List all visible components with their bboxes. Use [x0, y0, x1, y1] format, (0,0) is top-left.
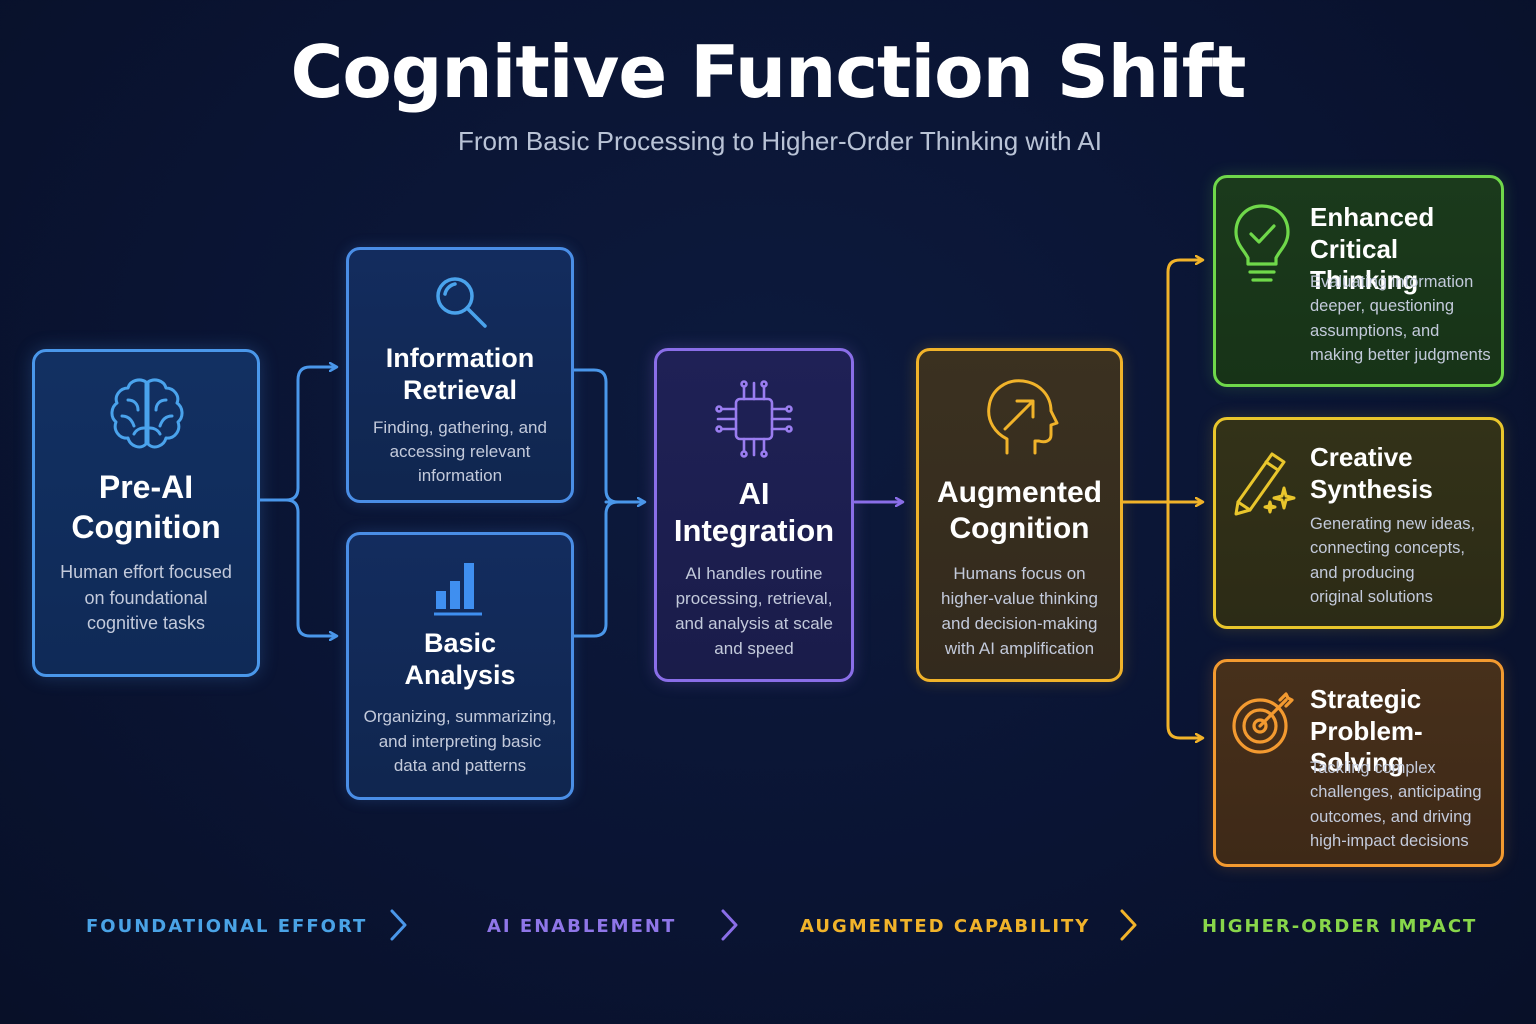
basic-analysis-desc-3: data and patterns — [393, 756, 527, 776]
page-title: Cognitive Function Shift — [290, 30, 1247, 114]
information-retrieval-card: Information Retrieval Finding, gathering… — [346, 247, 574, 503]
stage-label-ai-enablement: AI ENABLEMENT — [487, 916, 677, 937]
fork-augmented — [1121, 260, 1202, 738]
augmented-desc-2: higher-value thinking — [941, 589, 1098, 609]
critical-title-2: Critical Thinking — [1310, 233, 1419, 296]
pre-ai-desc-3: cognitive tasks — [86, 613, 206, 634]
critical-desc-3: assumptions, and — [1310, 321, 1440, 340]
pre-ai-title-1: Pre-AI — [98, 469, 194, 505]
creative-desc-3: and producing — [1310, 563, 1415, 582]
pre-ai-title-2: Cognition — [71, 509, 221, 546]
merge-to-ai — [572, 368, 644, 638]
stage-label-higher-order-impact: HIGHER-ORDER IMPACT — [1202, 916, 1478, 937]
basic-analysis-title-2: Analysis — [404, 660, 516, 691]
fork-pre-ai — [258, 367, 336, 636]
brain-icon — [110, 378, 184, 449]
pre-ai-cognition-card: Pre-AI Cognition Human effort focused on… — [32, 349, 260, 677]
strategic-title-1: Strategic — [1310, 684, 1422, 714]
head-arrow-icon — [987, 379, 1059, 455]
magnifier-icon — [436, 277, 487, 328]
pre-ai-desc-2: on foundational — [84, 587, 208, 608]
target-icon — [1232, 692, 1294, 754]
bar-chart-icon — [434, 563, 482, 616]
strategic-desc-4: high-impact decisions — [1310, 831, 1469, 850]
augmented-title-1: Augmented — [937, 476, 1102, 509]
chevron-right-icon — [1120, 909, 1137, 941]
page-subtitle: From Basic Processing to Higher-Order Th… — [458, 126, 1102, 156]
chip-icon — [715, 380, 793, 458]
ai-integration-desc-3: and analysis at scale — [675, 614, 833, 634]
strategic-desc-3: outcomes, and driving — [1310, 807, 1472, 826]
chevron-right-icon — [721, 909, 738, 941]
critical-desc-4: making better judgments — [1310, 345, 1491, 364]
augmented-desc-1: Humans focus on — [953, 564, 1086, 583]
critical-title-1: Enhanced — [1310, 202, 1435, 232]
creative-desc-4: original solutions — [1310, 587, 1433, 606]
critical-thinking-card: Enhanced Critical Thinking Evaluating in… — [1213, 175, 1504, 387]
info-retrieval-desc-2: accessing relevant — [389, 441, 531, 461]
ai-integration-card: AI Integration AI handles routine proces… — [654, 348, 854, 682]
critical-desc-1: Evaluating information — [1310, 273, 1474, 291]
ai-integration-title-1: AI — [738, 476, 770, 511]
basic-analysis-desc-2: and interpreting basic — [378, 731, 542, 751]
basic-analysis-title-1: Basic — [423, 628, 497, 658]
stage-label-foundational: FOUNDATIONAL EFFORT — [86, 916, 368, 937]
basic-analysis-card: Basic Analysis Organizing, summarizing, … — [346, 532, 574, 800]
chevron-right-icon — [390, 909, 407, 941]
creative-desc-1: Generating new ideas, — [1310, 515, 1476, 533]
strategic-title-2: Problem-Solving — [1310, 715, 1423, 778]
basic-analysis-desc-1: Organizing, summarizing, — [363, 707, 557, 726]
augmented-cognition-card: Augmented Cognition Humans focus on high… — [916, 348, 1123, 682]
strategic-desc-1: Tackling complex — [1310, 759, 1436, 777]
info-retrieval-title-1: Information — [385, 343, 535, 373]
augmented-desc-4: with AI amplification — [944, 639, 1095, 659]
augmented-desc-3: and decision-making — [941, 614, 1098, 634]
strategic-problem-solving-card: Strategic Problem-Solving Tackling compl… — [1213, 659, 1504, 867]
critical-desc-2: deeper, questioning — [1310, 297, 1455, 316]
creative-title-1: Creative — [1310, 442, 1413, 472]
creative-desc-2: connecting concepts, — [1310, 539, 1466, 558]
pre-ai-desc-1: Human effort focused — [60, 562, 232, 582]
ai-integration-desc-2: processing, retrieval, — [675, 589, 833, 609]
creative-synthesis-card: Creative Synthesis Generating new ideas,… — [1213, 417, 1504, 629]
info-retrieval-desc-1: Finding, gathering, and — [373, 418, 547, 437]
pencil-sparkle-icon — [1234, 452, 1296, 516]
stage-label-augmented-capability: AUGMENTED CAPABILITY — [800, 916, 1091, 937]
ai-integration-desc-1: AI handles routine — [685, 564, 823, 583]
lightbulb-check-icon — [1234, 204, 1290, 282]
ai-integration-title-2: Integration — [673, 513, 835, 549]
info-retrieval-title-2: Retrieval — [402, 375, 518, 406]
strategic-desc-2: challenges, anticipating — [1310, 783, 1482, 802]
ai-integration-desc-4: and speed — [714, 639, 794, 659]
info-retrieval-desc-3: information — [417, 465, 503, 485]
creative-title-2: Synthesis — [1310, 473, 1433, 504]
augmented-title-2: Cognition — [949, 512, 1090, 545]
